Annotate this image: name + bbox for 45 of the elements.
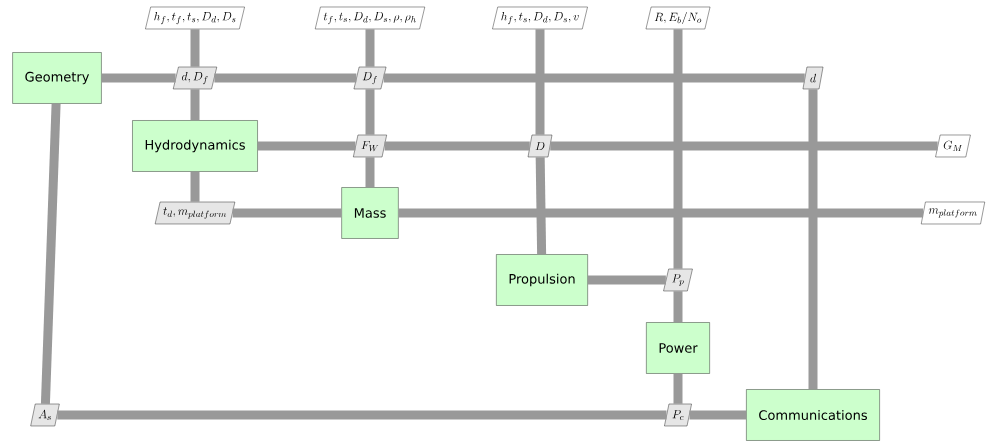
data-parallelogram: $t_d, m_{platform}$: [154, 201, 236, 225]
component-box: Propulsion: [496, 254, 588, 306]
connector-line: [190, 29, 200, 67]
input-parallelogram: $m_{platform}$: [921, 201, 985, 225]
connector-line: [190, 171, 200, 202]
input-parallelogram: $h_f, t_f, t_s, D_d, D_s$: [145, 6, 245, 30]
connector-line: [398, 208, 924, 218]
connector-line: [689, 410, 747, 420]
data-parallelogram: $P_p$: [663, 268, 693, 292]
input-parallelogram: $R, E_b/N_o$: [645, 6, 711, 30]
data-parallelogram: $d$: [802, 66, 824, 90]
data-parallelogram: $D_f$: [353, 66, 387, 90]
connector-line: [257, 141, 356, 151]
input-parallelogram: $t_f, t_s, D_d, D_s, \rho, \rho_h$: [315, 6, 425, 30]
connector-line: [101, 73, 176, 83]
data-parallelogram: $d, D_f$: [173, 66, 217, 90]
connector-line: [383, 73, 805, 83]
connector-line: [57, 410, 667, 420]
component-box: Geometry: [12, 52, 102, 104]
data-parallelogram: $P_c$: [664, 403, 692, 427]
connector-line: [535, 29, 545, 135]
connector-line: [214, 73, 357, 83]
connector-line: [673, 291, 683, 323]
component-box: Communications: [746, 389, 880, 441]
data-parallelogram: $D$: [527, 134, 553, 158]
connector-line: [384, 141, 530, 151]
connector-line: [232, 208, 342, 218]
data-parallelogram: $F_W$: [353, 134, 387, 158]
component-box: Power: [646, 322, 710, 374]
connector-line: [365, 157, 375, 188]
connector-line: [535, 157, 547, 255]
input-parallelogram: $h_f, t_s, D_d, D_s, v$: [492, 6, 588, 30]
connector-line: [365, 29, 375, 67]
connector-line: [808, 89, 818, 390]
data-parallelogram: $A_s$: [30, 403, 60, 427]
connector-line: [587, 275, 666, 285]
connector-line: [190, 89, 200, 121]
component-box: Hydrodynamics: [132, 120, 258, 172]
component-box: Mass: [341, 187, 399, 239]
connector-line: [40, 103, 61, 404]
input-parallelogram: $G_M$: [935, 134, 971, 158]
connector-line: [365, 89, 375, 135]
connector-line: [673, 29, 683, 269]
connector-line: [673, 373, 683, 404]
connector-line: [550, 141, 938, 151]
